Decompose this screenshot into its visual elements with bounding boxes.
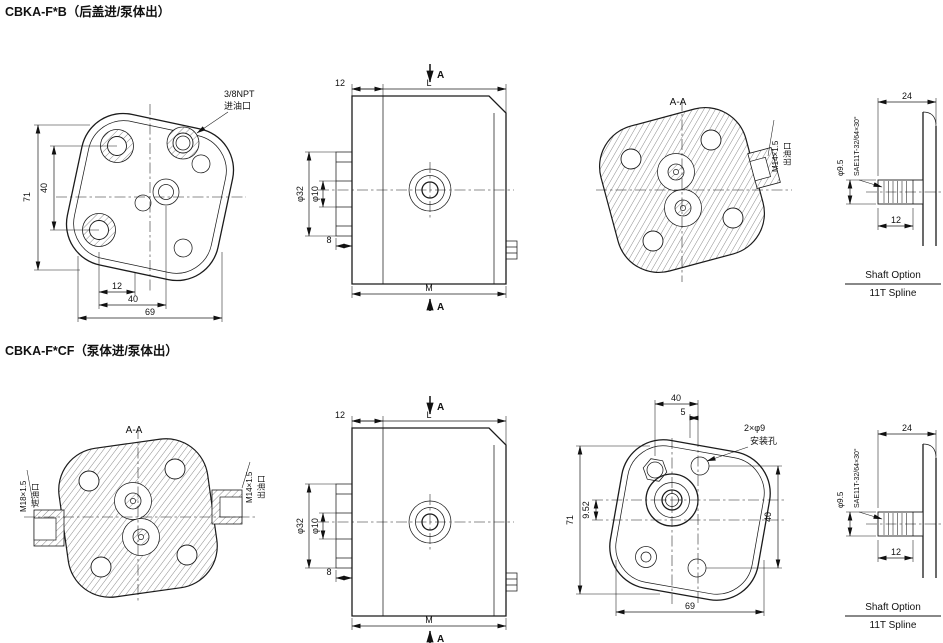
dim-bottom-stack: 12 40 69 <box>77 206 223 322</box>
outlet-port-callout: M14×1.5 出油口 <box>767 119 792 172</box>
inlet-port-callout: 3/8NPT 进油口 <box>196 89 255 134</box>
dim-69-label: 69 <box>685 601 695 611</box>
section-b-holes <box>620 129 744 252</box>
view-front-flange-b: 3/8NPT 进油口 71 40 12 40 69 <box>22 89 255 322</box>
outlet-port-callout-cf: M14×1.5 出油口 <box>241 461 266 503</box>
inlet-port-label: 3/8NPT <box>224 89 255 99</box>
view-rear-flange-cf: 40 5 2×φ9 安装孔 9.52 71 40 69 <box>565 393 786 616</box>
rear-flange-outline <box>609 439 771 601</box>
dim-71-height: 71 <box>22 124 90 271</box>
dim-40v-label: 40 <box>39 183 49 193</box>
outlet-label: M14×1.5 <box>771 140 780 172</box>
outlet-sublabel: 出油口 <box>256 475 266 499</box>
mount-holes-callout: 2×φ9 安装孔 <box>706 423 777 462</box>
dim-69-bottom: 69 <box>615 560 765 616</box>
section-cf-title: CBKA-F*CF（泵体进/泵体出） <box>5 343 178 358</box>
dim-71-label: 71 <box>22 192 32 202</box>
dim-952-label: 9.52 <box>581 501 591 519</box>
dim-40top-label: 40 <box>671 393 681 403</box>
dim-40-right: 40 <box>706 465 782 569</box>
dim-40h-label: 40 <box>128 294 138 304</box>
inlet-port-callout-cf: M18×1.5 进油口 <box>19 469 40 512</box>
dim-40-top: 40 <box>654 393 699 456</box>
section-view-b: A-A M14×1.5 出油口 <box>596 97 792 282</box>
section-cf-ports <box>33 489 243 547</box>
outlet-label: M14×1.5 <box>245 471 254 503</box>
inlet-sublabel: 进油口 <box>30 483 40 507</box>
dim-69-label: 69 <box>145 307 155 317</box>
outlet-sublabel: 出油口 <box>782 142 792 166</box>
dim-71-label: 71 <box>565 515 575 525</box>
inlet-port-sublabel: 进油口 <box>224 100 251 111</box>
section-cf-holes <box>78 458 198 578</box>
dim-40-vertical: 40 <box>39 145 117 231</box>
dim-5-offset: 5 <box>680 407 699 438</box>
mount-holes-label: 2×φ9 <box>744 423 765 433</box>
dim-12-label: 12 <box>112 281 122 291</box>
dim-40r-label: 40 <box>763 512 773 522</box>
section-cf-label: A-A <box>126 425 143 436</box>
section-b-title: CBKA-F*B（后盖进/泵体出） <box>5 4 170 19</box>
section-view-cf: A-A M18×1.5 进油口 M14×1.5 出油口 <box>19 425 266 602</box>
inlet-label: M18×1.5 <box>19 480 28 512</box>
dim-5-label: 5 <box>680 407 685 417</box>
dim-71-left: 71 <box>565 445 660 595</box>
dim-952: 9.52 <box>581 499 599 521</box>
section-b-label: A-A <box>670 97 687 108</box>
mount-holes-sublabel: 安装孔 <box>750 435 777 446</box>
flange-outline <box>65 112 235 282</box>
